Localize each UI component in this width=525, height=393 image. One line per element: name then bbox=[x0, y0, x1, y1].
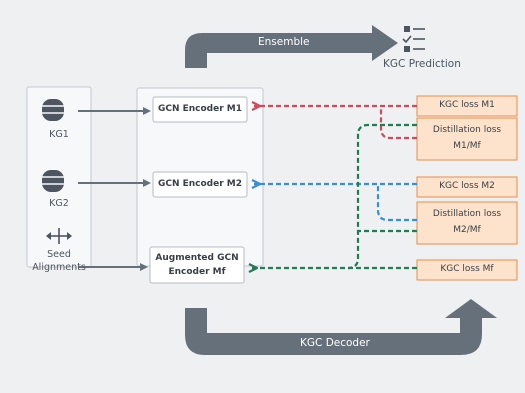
m1-distill-dashed bbox=[379, 108, 417, 140]
m2-distill-dashed bbox=[376, 186, 417, 222]
mf-distill-trunk-dashed bbox=[347, 123, 417, 270]
loss-kgc-mf-label: KGC loss Mf bbox=[440, 264, 494, 274]
ensemble-arrow bbox=[185, 25, 398, 68]
database-icon-kg1 bbox=[42, 99, 64, 121]
prediction-list-icon bbox=[402, 26, 425, 52]
kgc-decoder-label: KGC Decoder bbox=[300, 337, 370, 349]
encoder-mf-label-line1: Augmented GCN bbox=[155, 253, 239, 263]
kgc-prediction-label: KGC Prediction bbox=[383, 58, 461, 70]
loss-distill-m1-label-line1: Distillation loss bbox=[432, 125, 502, 135]
encoder-m2-label: GCN Encoder M2 bbox=[157, 179, 243, 189]
loss-distill-m2-label-line2: M2/Mf bbox=[453, 225, 481, 235]
seed-alignment-icon bbox=[46, 228, 72, 244]
encoder-m2-box bbox=[152, 171, 248, 198]
database-icon-kg2 bbox=[42, 170, 64, 192]
loss-distill-m2-box bbox=[416, 201, 518, 245]
kg1-label: KG1 bbox=[49, 129, 69, 140]
loss-distill-m1-label-line2: M1/Mf bbox=[453, 141, 481, 151]
kgc-decoder-arrow bbox=[185, 299, 497, 355]
ensemble-label: Ensemble bbox=[258, 36, 310, 48]
loss-kgc-m2-box bbox=[416, 176, 518, 198]
loss-distill-m2-label-line1: Distillation loss bbox=[432, 209, 502, 219]
encoder-mf-label-line2: Encoder Mf bbox=[168, 267, 226, 277]
encoder-m1-label: GCN Encoder M1 bbox=[157, 104, 243, 114]
encoder-m1-box bbox=[152, 96, 248, 123]
seed-label-line2: Alignments bbox=[32, 262, 86, 273]
seed-label-line1: Seed bbox=[47, 249, 71, 260]
encoder-mf-box bbox=[149, 246, 245, 284]
loss-kgc-mf-box bbox=[416, 259, 518, 281]
kg2-label: KG2 bbox=[49, 198, 69, 209]
loss-kgc-m1-label: KGC loss M1 bbox=[439, 100, 495, 110]
loss-kgc-m2-label: KGC loss M2 bbox=[439, 181, 495, 191]
